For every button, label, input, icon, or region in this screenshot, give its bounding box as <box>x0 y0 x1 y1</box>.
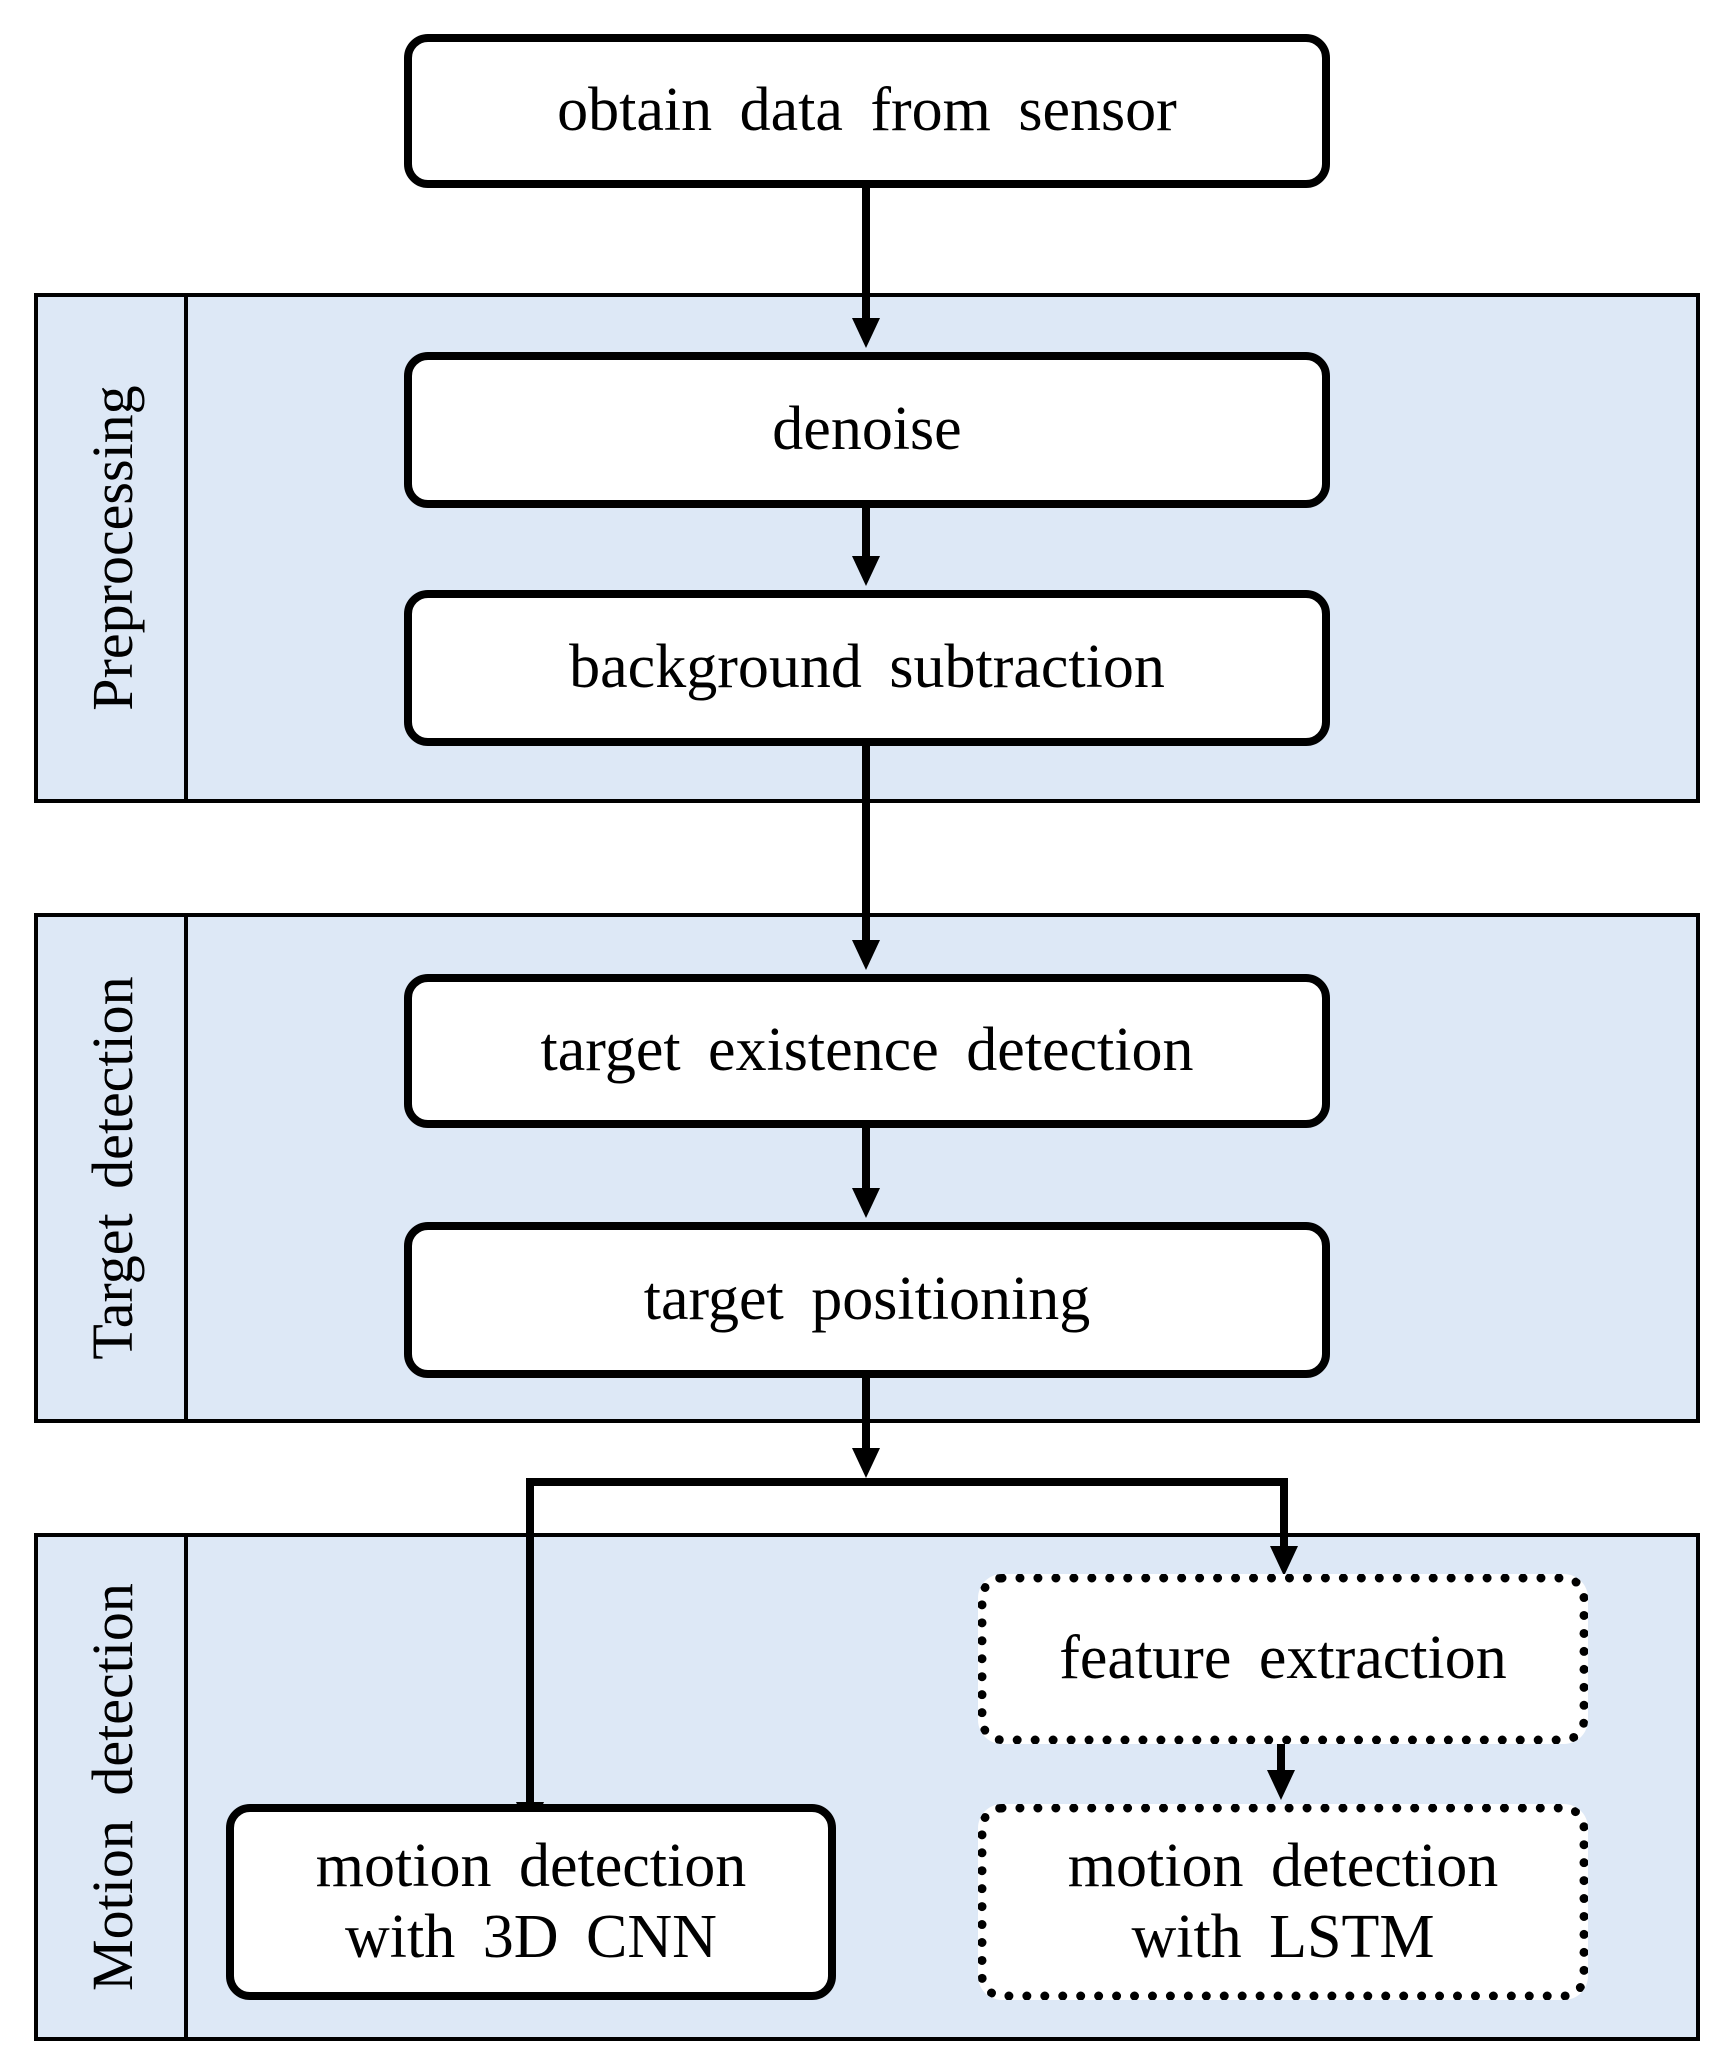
feature-extraction-box: feature extraction <box>978 1574 1588 1744</box>
cnn-line-1: motion detection <box>315 1831 747 1900</box>
target-existence-detection-box: target existence detection <box>404 974 1330 1128</box>
background-subtraction-box: background subtraction <box>404 590 1330 746</box>
motion-detection-lstm-text: motion detection with LSTM <box>1068 1831 1498 1974</box>
preprocessing-label: Preprocessing <box>80 385 145 711</box>
obtain-data-text: obtain data from sensor <box>557 76 1177 145</box>
lstm-line-2: with LSTM <box>1131 1903 1435 1971</box>
denoise-text: denoise <box>772 395 962 464</box>
motion-detection-3dcnn-text: motion detection with 3D CNN <box>316 1831 746 1974</box>
target-detection-label: Target detection <box>80 976 145 1360</box>
feature-extraction-text: feature extraction <box>1059 1624 1507 1693</box>
cnn-line-2: with 3D CNN <box>345 1903 717 1971</box>
motion-detection-lstm-box: motion detection with LSTM <box>978 1804 1588 2000</box>
preprocessing-label-column: Preprocessing <box>38 297 188 799</box>
target-positioning-box: target positioning <box>404 1222 1330 1378</box>
target-detection-label-column: Target detection <box>38 917 188 1419</box>
lstm-line-1: motion detection <box>1067 1831 1499 1900</box>
background-subtraction-text: background subtraction <box>569 633 1165 702</box>
obtain-data-box: obtain data from sensor <box>404 34 1330 188</box>
target-positioning-text: target positioning <box>643 1265 1091 1334</box>
motion-detection-label: Motion detection <box>80 1583 145 1991</box>
denoise-box: denoise <box>404 352 1330 508</box>
motion-detection-label-column: Motion detection <box>38 1537 188 2037</box>
target-existence-detection-text: target existence detection <box>540 1016 1194 1085</box>
motion-detection-3dcnn-box: motion detection with 3D CNN <box>226 1804 836 2000</box>
